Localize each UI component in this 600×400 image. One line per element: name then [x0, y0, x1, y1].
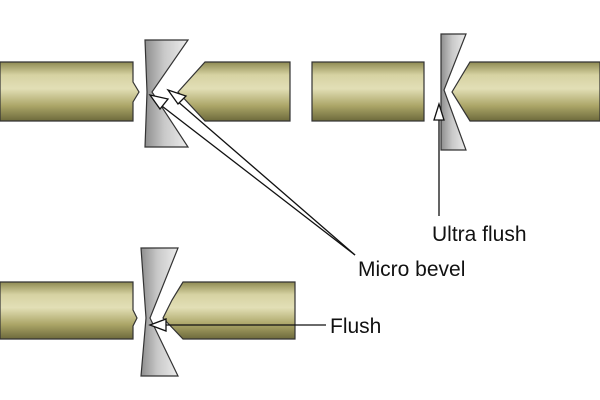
- cutter-blade: [140, 247, 179, 377]
- micro-bevel-cut-illustration: [0, 39, 291, 148]
- wire-segment-right: [451, 61, 600, 122]
- wire-segment-left: [0, 281, 138, 340]
- flush-cut-illustration: [0, 247, 296, 377]
- ultra-flush-arrow: [433, 101, 445, 216]
- label-ultra-flush: Ultra flush: [432, 223, 527, 246]
- arrowhead-icon: [148, 93, 170, 111]
- pointer-line: [157, 102, 356, 256]
- wire-segment-left: [0, 61, 140, 122]
- wire-segment-right: [162, 281, 296, 340]
- flush-arrow: [148, 318, 326, 332]
- wire-segment-left: [311, 61, 425, 122]
- micro-bevel-arrows: [148, 88, 356, 256]
- pointer-line: [175, 99, 356, 256]
- ultra-flush-cut-illustration: [311, 33, 600, 151]
- arrowhead-icon: [433, 101, 445, 121]
- cutter-blade: [440, 33, 467, 151]
- label-flush: Flush: [330, 315, 381, 338]
- wire-segment-right: [177, 61, 291, 122]
- arrowhead-icon: [166, 88, 188, 106]
- cutter-blade: [144, 39, 190, 148]
- arrowhead-icon: [148, 318, 167, 332]
- label-micro-bevel: Micro bevel: [358, 258, 465, 281]
